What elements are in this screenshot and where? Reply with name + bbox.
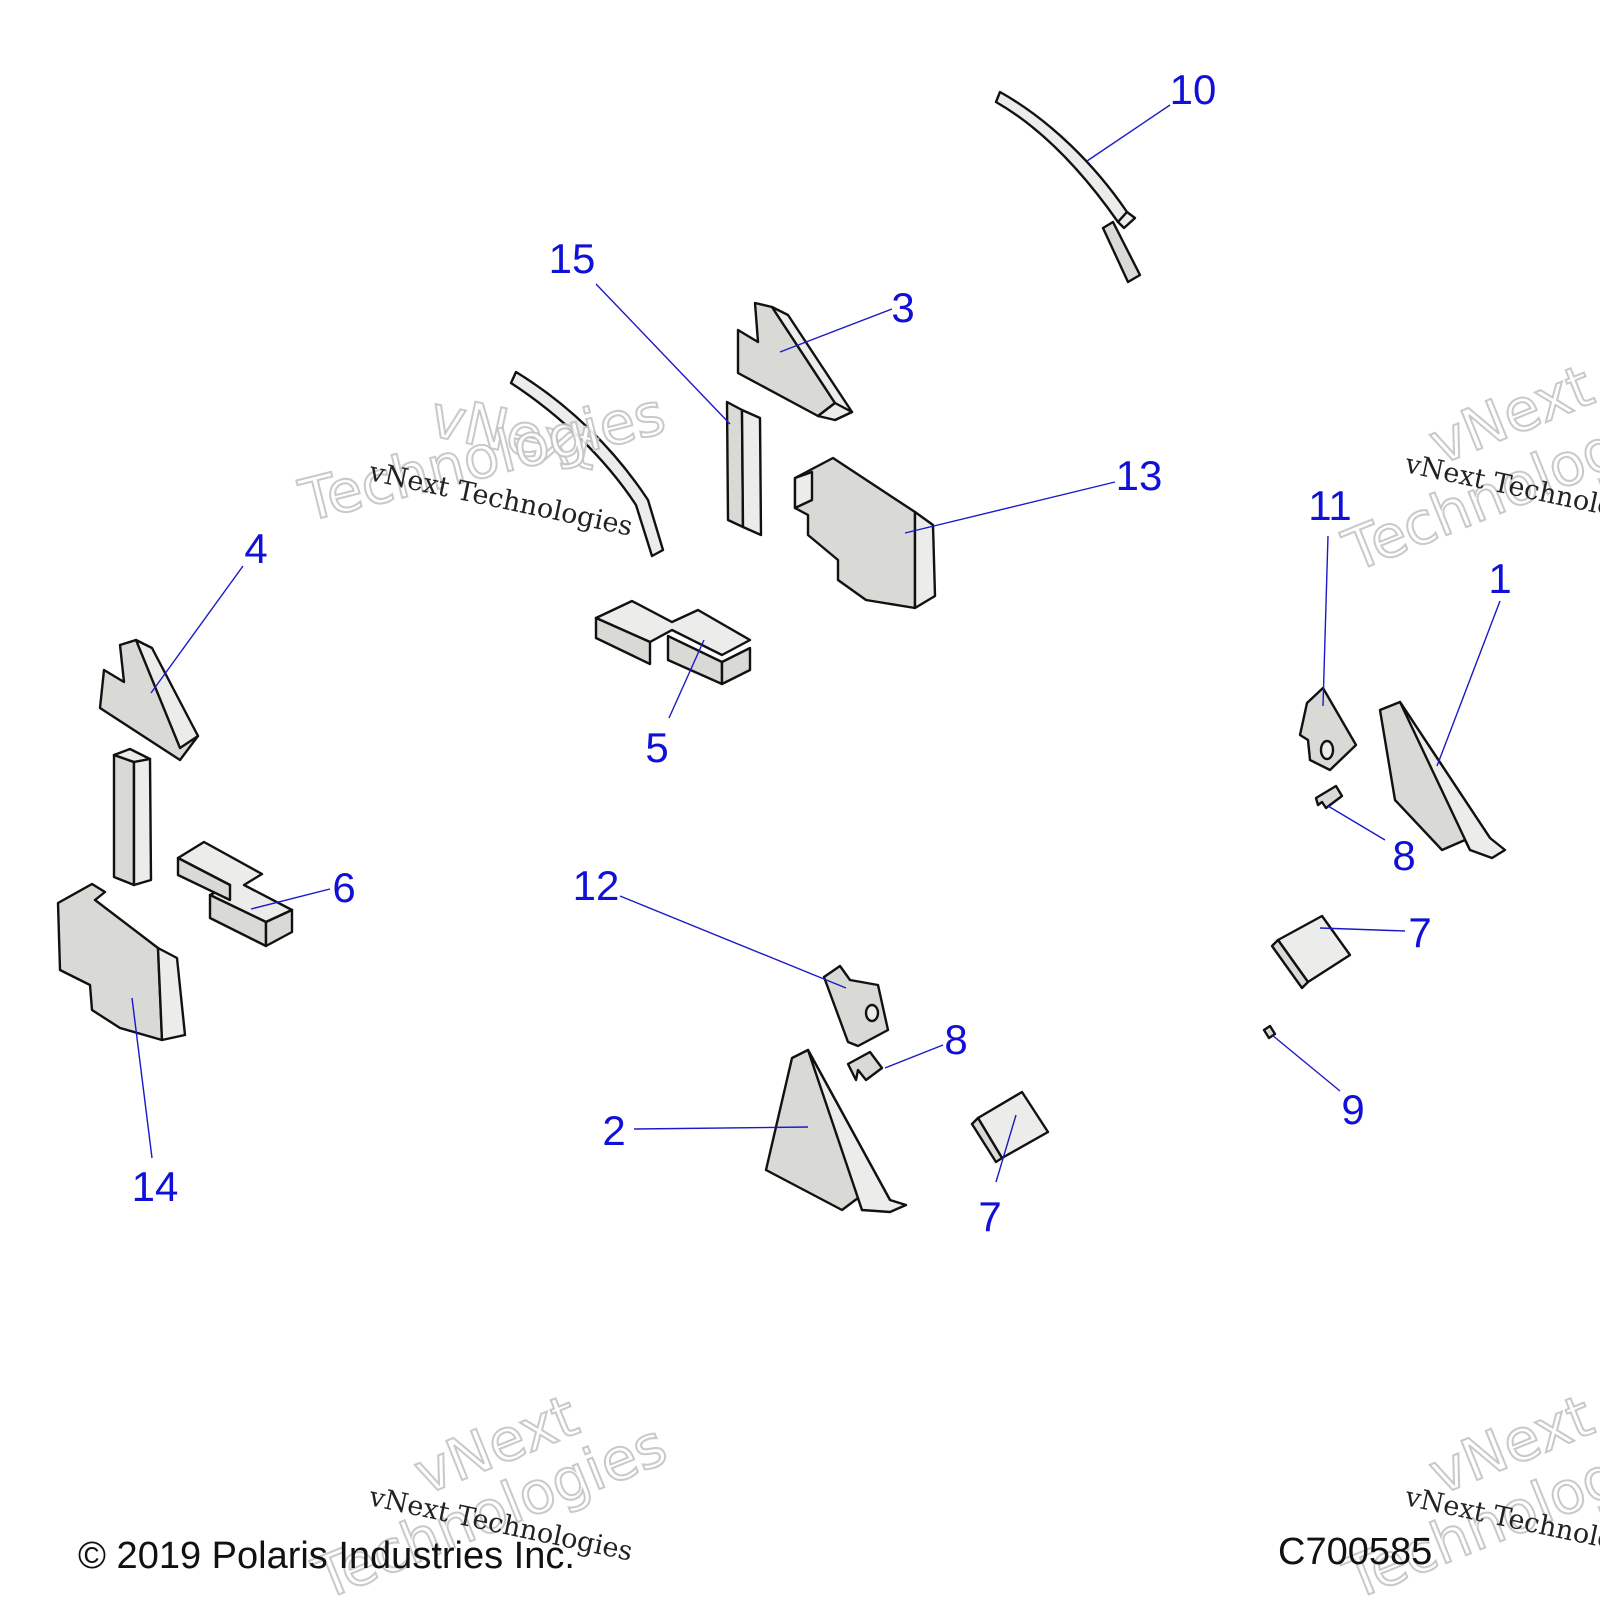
watermark-group-1: vNext Technologies — [292, 378, 673, 536]
leader-5 — [668, 639, 705, 719]
part-14-large-block — [56, 882, 187, 1042]
part-8-clip-right — [1314, 784, 1344, 810]
callout-10: 10 — [1170, 66, 1217, 113]
part-3-wedge-block — [736, 301, 854, 422]
leader-11 — [1322, 535, 1329, 707]
part-8-clip-center — [846, 1050, 884, 1082]
leader-7b — [995, 1114, 1017, 1183]
part-vertical-bar-left — [112, 747, 153, 887]
callout-labels: 1 2 3 4 5 6 7 7 8 8 9 10 11 12 13 14 15 — [132, 66, 1512, 1240]
callout-7b: 7 — [978, 1193, 1001, 1240]
part-10-curved-strip — [994, 90, 1142, 284]
callout-3: 3 — [891, 284, 914, 331]
leader-10 — [1086, 104, 1171, 162]
callout-14: 14 — [132, 1163, 179, 1210]
callout-8a: 8 — [1392, 832, 1415, 879]
leader-4 — [150, 565, 244, 694]
leader-12 — [619, 895, 847, 989]
leader-3 — [779, 308, 893, 353]
callout-12: 12 — [573, 862, 620, 909]
part-7-pad-bottom — [970, 1090, 1050, 1164]
leader-9 — [1271, 1034, 1341, 1092]
part-15-vertical-bar — [725, 400, 763, 537]
part-1-triangle-block — [1378, 700, 1507, 860]
part-7-pad-right — [1270, 914, 1352, 990]
callout-5: 5 — [645, 724, 668, 771]
part-4-wedge-block — [98, 638, 200, 762]
leader-8b — [884, 1044, 944, 1069]
callout-8b: 8 — [944, 1016, 967, 1063]
callout-4: 4 — [244, 525, 267, 572]
leader-1 — [1436, 600, 1501, 767]
callout-2: 2 — [602, 1107, 625, 1154]
part-11-bracket — [1298, 686, 1358, 772]
part-5-stepped-bar — [594, 599, 752, 686]
leader-13 — [904, 481, 1116, 534]
callout-11: 11 — [1308, 482, 1352, 529]
leader-lines — [131, 104, 1501, 1183]
leader-15 — [595, 283, 731, 425]
copyright-text: © 2019 Polaris Industries Inc. — [78, 1535, 575, 1577]
leader-6 — [250, 888, 331, 910]
callout-9: 9 — [1341, 1086, 1364, 1133]
part-15-curved-strip — [509, 370, 665, 558]
leader-8a — [1327, 805, 1386, 841]
callout-15: 15 — [549, 235, 596, 282]
callout-7a: 7 — [1408, 909, 1431, 956]
leader-2 — [633, 1126, 809, 1130]
callout-6: 6 — [332, 864, 355, 911]
part-6-stepped-bar — [176, 840, 294, 948]
part-2-triangle-block — [764, 1048, 908, 1214]
callout-1: 1 — [1488, 555, 1511, 602]
leader-7a — [1319, 927, 1406, 932]
leader-14 — [131, 997, 153, 1159]
part-12-bracket — [822, 964, 890, 1048]
callout-13: 13 — [1116, 452, 1163, 499]
drawing-number: C700585 — [1278, 1531, 1432, 1573]
part-13-large-block — [793, 456, 937, 610]
